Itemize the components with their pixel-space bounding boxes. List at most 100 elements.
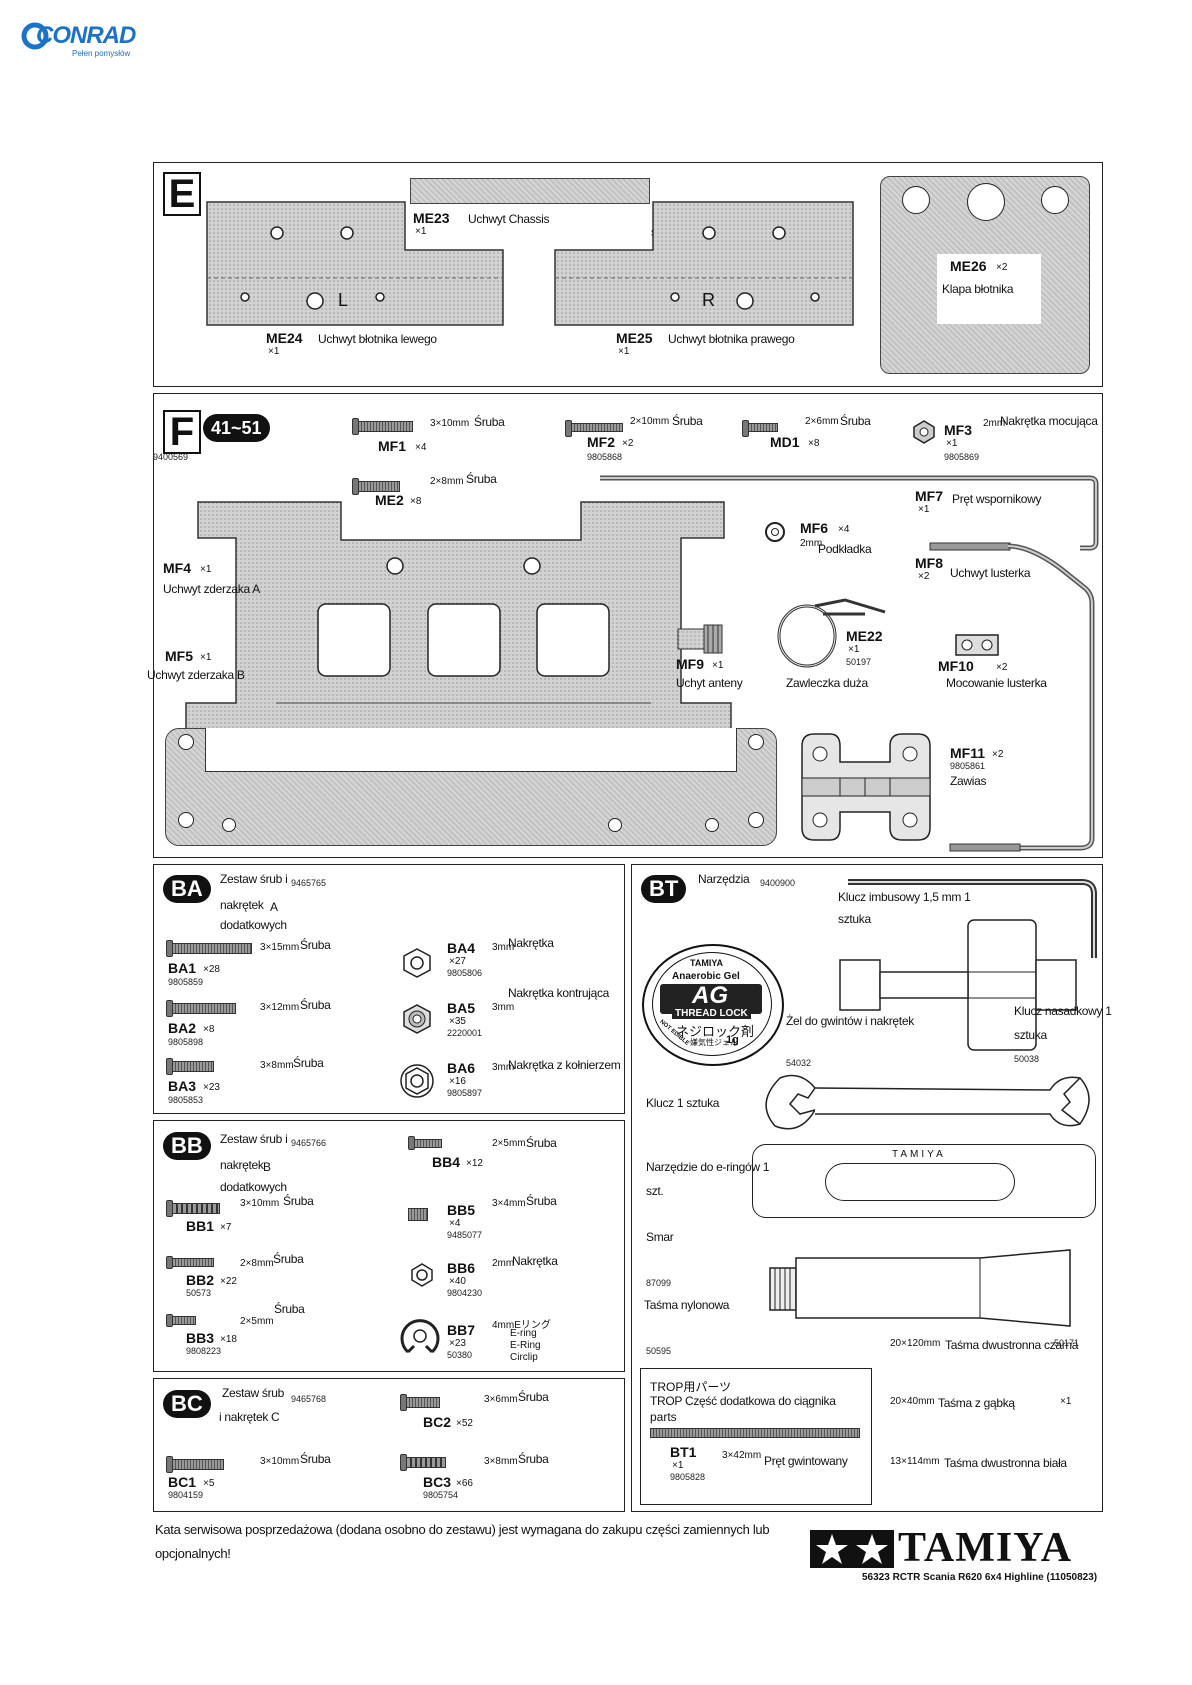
ba4-name: Nakrętka <box>508 936 554 950</box>
bc1-name: Śruba <box>300 1452 331 1466</box>
tape4-size: 13×114mm <box>890 1456 940 1467</box>
ba-title3: dodatkowych <box>220 918 287 932</box>
ering-name1: Narzędzie do e-ringów 1 <box>646 1160 770 1174</box>
section-f-letter: F <box>163 410 201 454</box>
ba4-size: 3mm <box>492 942 515 953</box>
mf5-hole-2 <box>748 734 764 750</box>
hex-key-name2: sztuka <box>838 912 871 926</box>
ering-tool-icon <box>752 1144 1096 1218</box>
bb1-size: 3×10mm <box>240 1198 280 1209</box>
mf3-pn: 9805869 <box>944 452 980 462</box>
me26-hole-2 <box>967 183 1005 221</box>
bc3-name: Śruba <box>518 1452 549 1466</box>
bb-title3: dodatkowych <box>220 1180 287 1194</box>
me26-count: ×2 <box>996 262 1008 273</box>
tape2-name: Taśma dwustronna czarna <box>945 1338 1079 1352</box>
section-bb <box>153 1120 625 1372</box>
bt1-icon <box>650 1428 860 1438</box>
me22-part <box>777 598 886 668</box>
mf5-hole-1 <box>178 734 194 750</box>
bb2-size: 2×8mm <box>240 1258 274 1269</box>
me26-name: Klapa błotnika <box>942 282 1014 296</box>
ering-tool-label: TAMIYA <box>892 1149 946 1160</box>
bb6-size: 2mm <box>492 1258 515 1269</box>
mf8-count: ×2 <box>918 571 930 582</box>
ba2-code: BA2 <box>168 1020 197 1036</box>
mf3-name: Nakrętka mocująca <box>1000 414 1098 428</box>
bc1-code: BC1 <box>168 1474 197 1490</box>
mf3-count: ×1 <box>946 438 958 449</box>
bb1-name: Śruba <box>283 1194 314 1208</box>
trop-line2: TROP Część dodatkowa do ciągnika <box>650 1394 836 1408</box>
section-e <box>153 162 1103 387</box>
bb3-count: ×18 <box>220 1334 237 1345</box>
section-f-range: 41~51 <box>203 414 270 442</box>
ba1-code: BA1 <box>168 960 197 976</box>
section-e-letter: E <box>163 172 201 216</box>
bb2-name: Śruba <box>273 1252 304 1266</box>
me26-label-bg <box>937 254 1041 324</box>
mf6-icon-inner <box>771 528 779 536</box>
mf5-hole-7 <box>748 812 764 828</box>
bb7-icon <box>400 1319 440 1354</box>
mf4-part <box>185 501 732 759</box>
mf7-code: MF7 <box>915 488 943 504</box>
ba3-size: 3×8mm <box>260 1060 294 1071</box>
bb7-code: BB7 <box>447 1322 476 1338</box>
mf11-name: Zawias <box>950 774 987 788</box>
ba3-pn: 9805853 <box>168 1095 204 1105</box>
me22-code: ME22 <box>846 628 883 644</box>
mf1-name: Śruba <box>474 415 505 429</box>
ba1-shaft <box>172 943 252 954</box>
mf4-name: Uchwyt zderzaka A <box>163 582 260 596</box>
bt-pn: 9400900 <box>760 878 796 888</box>
bb5-count: ×4 <box>449 1218 461 1229</box>
me24-code: ME24 <box>266 330 303 346</box>
bc2-name: Śruba <box>518 1390 549 1404</box>
bt-title: Narzędzia <box>698 872 750 886</box>
mf7-count: ×1 <box>918 504 930 515</box>
hex-key-name1: Klucz imbusowy 1,5 mm 1 <box>838 890 971 904</box>
tape1-name: Taśma nylonowa <box>644 1298 730 1312</box>
me24-name: Uchwyt błotnika lewego <box>318 332 437 346</box>
footer-model: 56323 RCTR Scania R620 6x4 Highline (110… <box>862 1572 1098 1583</box>
ba1-count: ×28 <box>203 964 220 975</box>
bb6-pn: 9804230 <box>447 1288 483 1298</box>
bb6-count: ×40 <box>449 1276 466 1287</box>
me26-code: ME26 <box>950 258 987 274</box>
mf8-name: Uchwyt lusterka <box>950 566 1031 580</box>
brand-tagline: Pełen pomysłów <box>72 49 131 58</box>
ba6-icon <box>400 1064 434 1098</box>
ba1-name: Śruba <box>300 938 331 952</box>
wrench-icon <box>765 1074 1090 1130</box>
ba3-name: Śruba <box>293 1056 324 1070</box>
mf6-code: MF6 <box>800 520 828 536</box>
ba5-count: ×35 <box>449 1016 466 1027</box>
mf2-count: ×2 <box>622 438 634 449</box>
bb1-code: BB1 <box>186 1218 215 1234</box>
mf6-name: Podkładka <box>818 542 872 556</box>
bb7-name: E-ring <box>510 1328 537 1339</box>
bb3-size: 2×5mm <box>240 1316 274 1327</box>
ba1-size: 3×15mm <box>260 942 300 953</box>
ba2-size: 3×12mm <box>260 1002 300 1013</box>
socket-pn: 50038 <box>1014 1054 1040 1064</box>
bb5-pn: 9485077 <box>447 1230 483 1240</box>
bt1-size: 3×42mm <box>722 1450 762 1461</box>
mf9-name: Uchyt anteny <box>676 676 743 690</box>
section-bc <box>153 1378 625 1512</box>
ba5-size: 3mm <box>492 1002 515 1013</box>
ba2-pn: 9805898 <box>168 1037 204 1047</box>
mf1-code: MF1 <box>378 438 406 454</box>
ba-pn: 9465765 <box>291 878 327 888</box>
bb-variant: B <box>263 1160 271 1174</box>
mf5-code: MF5 <box>165 648 193 664</box>
bb-badge: BB <box>163 1132 211 1160</box>
me26-hole-1 <box>902 186 930 214</box>
bc-badge: BC <box>163 1390 211 1418</box>
bb3-shaft <box>172 1316 196 1325</box>
ba1-pn: 9805859 <box>168 977 204 987</box>
bb3-name: Śruba <box>274 1302 305 1316</box>
mf2-shaft <box>571 423 623 432</box>
ba5-code: BA5 <box>447 1000 476 1016</box>
